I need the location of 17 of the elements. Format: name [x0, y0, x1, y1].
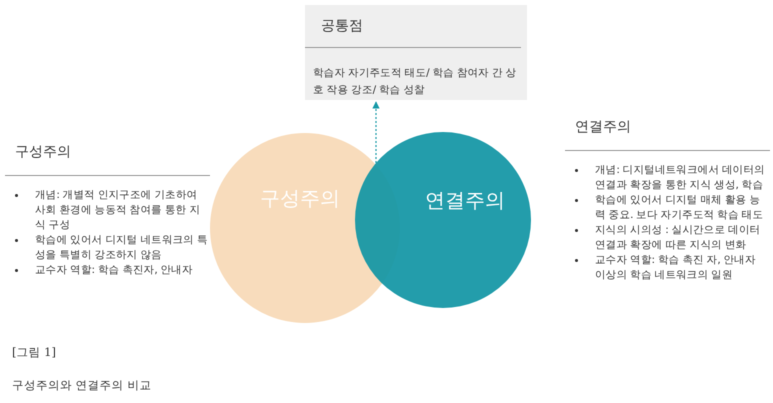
bullet-text: 교수자 역할: 학습 촉진자, 안내자 [35, 264, 193, 276]
box-text: 학습자 자기주도적 태도/ 학습 참여자 간 상호 작용 강조/ 학습 성찰 [313, 66, 518, 98]
leader-arrow [372, 101, 380, 163]
circle-label: 구성주의 [260, 185, 340, 212]
bullet-text: 개념: 개별적 인지구조에 기초하여 사회 환경에 능동적 참여를 통한 지식 구성 [35, 189, 200, 231]
circle-label: 연결주의 [425, 187, 505, 214]
bullet-text: 학습에 있어서 디지털 네트워크의 특성을 특별히 강조하지 않음 [35, 234, 208, 261]
bullet-text: 학습에 있어서 디지털 매체 활용 능력 중요. 보다 자기주도적 학습 태도 [595, 194, 764, 221]
bullet-text: 지식의 시의성 : 실시간으로 데이터 연결과 확장에 따른 지식의 변화 [595, 224, 760, 251]
figure-number: [그림 1] [12, 345, 56, 360]
bullet-text: 교수자 역할: 학습 촉진 자, 안내자 이상의 학습 네트워크의 일원 [595, 254, 756, 281]
panel-heading: 연결주의 [575, 118, 631, 136]
panel-heading: 구성주의 [15, 143, 71, 161]
bullet-text: 개념: 디지털네트워크에서 데이터의 연결과 확장을 통한 지식 생성, 학습 [595, 164, 765, 191]
common-box [305, 5, 527, 100]
box-heading: 공통점 [321, 17, 363, 35]
caption: 구성주의와 연결주의 비교 [12, 378, 152, 393]
